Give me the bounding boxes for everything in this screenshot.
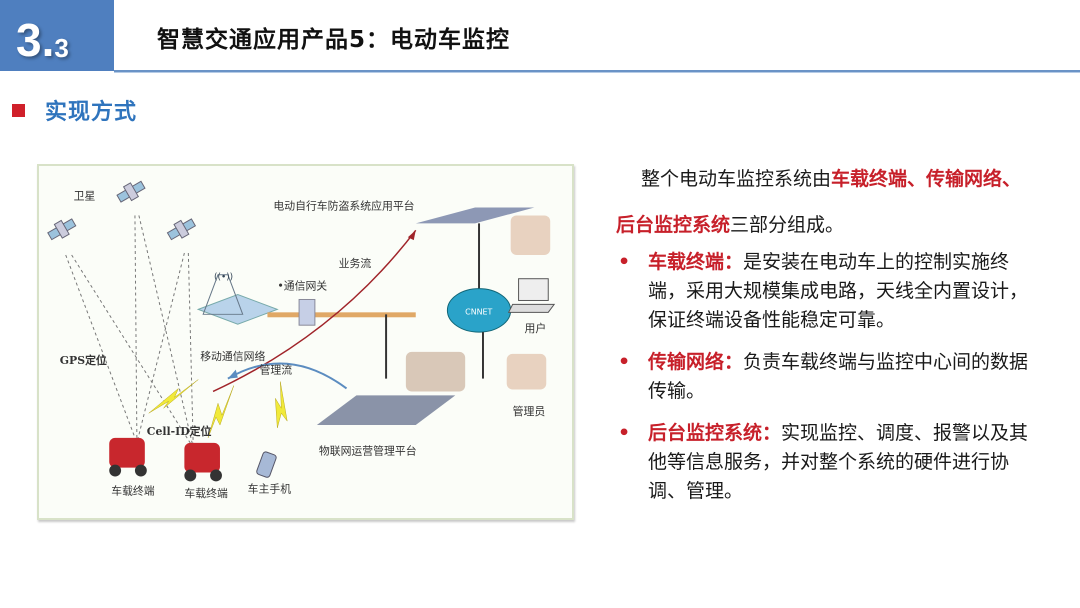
label-cell-id: Cell-ID定位 [147, 424, 212, 438]
bullet-dot-icon: • [618, 351, 631, 373]
gateway-bus [267, 312, 416, 318]
bullet-term: 传输网络： [648, 351, 744, 373]
management-flow-arrow [227, 362, 348, 390]
iot-platform-icon [316, 395, 456, 426]
wireless-signal-icon [148, 379, 288, 438]
admin-people-icon [506, 353, 547, 390]
base-station-icon: ((•)) [196, 273, 279, 325]
scooter-icon [109, 437, 222, 482]
laptop-icon [507, 278, 556, 313]
header-divider [114, 70, 1080, 73]
phone-icon [256, 451, 277, 478]
bullet-term: 后台监控系统： [648, 422, 782, 444]
slide-title: 智慧交通应用产品5：电动车监控 [157, 27, 511, 53]
label-app-platform: 电动自行车防盗系统应用平台 [273, 199, 414, 213]
system-architecture-diagram: 卫星 GPS定位 ((•)) 移动通信网络 •通信网关 业务流 电动自行车防盗系… [37, 164, 574, 520]
bullet-dot-icon: • [618, 422, 631, 444]
satellite-icon [47, 180, 197, 241]
label-owner-phone: 车主手机 [248, 481, 292, 495]
office-people-icon [405, 351, 466, 392]
intro-paragraph: 整个电动车监控系统由车载终端、传输网络、后台监控系统三部分组成。 [616, 156, 1036, 248]
red-square-bullet-icon [12, 103, 25, 117]
label-user: 用户 [525, 321, 547, 335]
label-iot-platform: 物联网运营管理平台 [319, 444, 417, 458]
label-cnnet: CNNET [465, 307, 492, 316]
label-admin: 管理员 [513, 404, 546, 418]
intro-prefix: 整个电动车监控系统由 [641, 168, 832, 190]
gps-signal-lines [65, 215, 194, 449]
gateway-icon [298, 298, 316, 326]
list-item: • 后台监控系统：实现监控、调度、报警以及其他等信息服务，并对整个系统的硬件进行协… [616, 419, 1036, 506]
label-terminal-1: 车载终端 [111, 483, 155, 497]
list-item: • 传输网络：负责车载终端与监控中心间的数据传输。 [616, 348, 1036, 406]
business-flow-arrow [212, 229, 417, 393]
bullet-term: 车载终端： [648, 251, 744, 273]
sub-heading: 实现方式 [12, 94, 137, 126]
component-list: • 车载终端：是安装在电动车上的控制实施终端，采用大规模集成电路，天线全内置设计，… [616, 248, 1036, 506]
intro-highlight: 车载终端、传输网络、后台监控系统 [616, 168, 1022, 236]
bullet-dot-icon: • [618, 251, 631, 273]
bullet-text: 实现监控、调度、报警以及其他等信息服务，并对整个系统的硬件进行协调、管理。 [648, 422, 1029, 502]
section-number-minor: 3 [54, 33, 69, 63]
label-gateway: •通信网关 [277, 279, 327, 293]
label-satellite: 卫星 [74, 190, 96, 203]
app-platform-icon [415, 207, 535, 224]
label-mobile-network: 移动通信网络 [200, 349, 265, 363]
operator-people-icon [510, 215, 551, 255]
sub-heading-label: 实现方式 [45, 100, 138, 125]
section-number-badge: 3. 3 [0, 0, 114, 71]
section-number-major: 3. [16, 14, 55, 66]
bullet-text: 负责车载终端与监控中心间的数据传输。 [648, 351, 1029, 402]
svg-text:((•)): ((•)) [214, 273, 233, 283]
label-terminal-2: 车载终端 [184, 486, 228, 500]
label-mgmt-flow: 管理流 [260, 363, 293, 377]
label-business-flow: 业务流 [339, 256, 372, 270]
label-gps: GPS定位 [60, 353, 107, 367]
list-item: • 车载终端：是安装在电动车上的控制实施终端，采用大规模集成电路，天线全内置设计，… [616, 248, 1036, 335]
intro-suffix: 三部分组成。 [730, 214, 845, 236]
bullet-text: 是安装在电动车上的控制实施终端，采用大规模集成电路，天线全内置设计，保证终端设备… [648, 251, 1029, 331]
description-text: 整个电动车监控系统由车载终端、传输网络、后台监控系统三部分组成。 • 车载终端：是… [616, 156, 1036, 519]
